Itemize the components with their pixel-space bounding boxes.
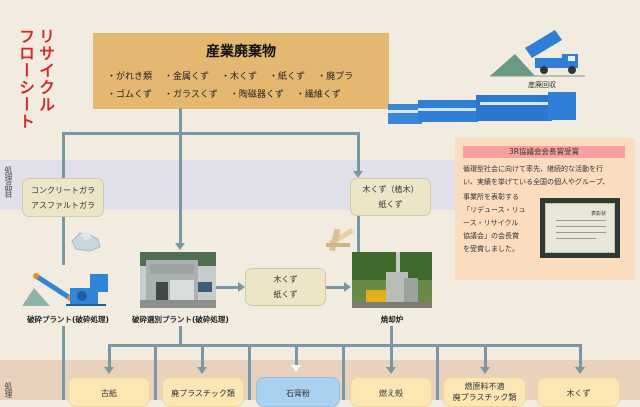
connector — [390, 344, 393, 368]
output-box-waste-plastic: 廃プラスチック類 — [162, 377, 244, 407]
crusher-plant-icon — [20, 268, 116, 308]
award-title: 3R協議会会長賞受賞 — [463, 146, 625, 158]
waste-item: ・木くず — [221, 72, 258, 82]
award-text-line: 事業所を表彰する — [463, 193, 519, 201]
arrow-down-icon — [197, 367, 207, 374]
output-box-ash: 燃え殻 — [350, 377, 432, 407]
connector — [179, 132, 182, 244]
award-text-line: を受賞しました。 — [463, 245, 519, 253]
connector — [295, 344, 298, 366]
arrow-down-icon — [575, 367, 585, 374]
arrow-right-icon — [344, 282, 351, 292]
output-box-gypsum-powder: 石膏粉 — [256, 377, 340, 407]
connector — [108, 344, 582, 347]
award-text-line: 循環型社会に向けて率先、継続的な活動を行 — [463, 165, 603, 173]
output-box-unsuitable-plastic: 燃原料不適 廃プラスチック類 — [443, 377, 526, 407]
item-label: 紙くず — [378, 200, 403, 209]
connector — [62, 326, 65, 400]
rubble-icon — [68, 229, 104, 253]
title-flowsheet: フローシート — [16, 28, 35, 130]
connector — [179, 326, 182, 346]
output-label: 燃原料不適 — [464, 382, 505, 391]
caption-crusher-plant: 破砕プラント(破砕処理) — [27, 315, 109, 324]
title-recycle: リサイクル — [36, 28, 55, 113]
waste-item: ・ゴムくず — [107, 90, 153, 100]
waste-item: ・繊維くず — [295, 90, 341, 100]
industrial-waste-box: 産業廃棄物 ・がれき類 ・金属くず ・木くず ・紙くず ・廃プラ ・ゴムくず ・ガラスくず… — [93, 33, 389, 109]
connector — [179, 108, 182, 134]
arrow-down-hollow-icon — [291, 365, 301, 372]
arrow-right-icon — [238, 282, 245, 292]
waste-item: ・紙くず — [269, 72, 306, 82]
connector — [108, 344, 111, 368]
band-label-processed-items: 処理品目 — [4, 166, 13, 198]
connector — [357, 216, 360, 252]
award-text-line: 協議会」の会長賞 — [463, 232, 519, 240]
item-box-concrete-asphalt: コンクリートガラ アスファルトガラ — [22, 178, 104, 217]
arrow-down-icon — [353, 171, 363, 178]
output-label: 廃プラスチック類 — [452, 393, 517, 402]
output-box-waste-paper: 古紙 — [68, 377, 150, 407]
incinerator-photo — [352, 252, 432, 308]
arrow-down-icon — [175, 243, 185, 250]
certificate-heading: 表彰状 — [590, 211, 606, 217]
award-text-line: ース・リサイクル — [463, 219, 519, 227]
award-panel: 3R協議会会長賞受賞 循環型社会に向けて率先、継続的な活動を行 い、実績を挙げて… — [455, 138, 635, 280]
output-label: 燃え殻 — [379, 389, 403, 398]
connector — [357, 132, 360, 172]
connector — [436, 344, 439, 400]
industrial-waste-title: 産業廃棄物 — [206, 44, 276, 60]
connector — [154, 344, 157, 400]
wood-scraps-icon — [322, 219, 358, 255]
connector — [326, 286, 346, 289]
award-text-line: い、実績を挙げている全国の個人やグループ、 — [463, 178, 610, 186]
award-text-line: 「リデュース・リュ — [463, 206, 526, 214]
item-label: 木くず — [273, 275, 298, 284]
connector — [342, 344, 345, 400]
dump-truck-icon — [490, 28, 590, 78]
output-box-wood-scraps: 木くず — [537, 377, 620, 407]
arrow-down-icon — [104, 367, 114, 374]
item-box-wood-paper: 木くず（植木） 紙くず — [350, 178, 431, 216]
item-box-wood-paper-middle: 木くず 紙くず — [245, 268, 326, 306]
arrow-down-icon — [386, 367, 396, 374]
arrow-down-icon — [480, 367, 490, 374]
output-label: 廃プラスチック類 — [171, 389, 235, 398]
truck-label: 産廃回収 — [528, 81, 556, 89]
sorting-plant-photo — [140, 252, 216, 308]
connector — [62, 217, 65, 265]
item-label: コンクリートガラ — [31, 185, 95, 195]
band-label-processing: 処理 — [4, 382, 13, 398]
connector — [62, 132, 65, 178]
waste-row-1: ・がれき類 ・金属くず ・木くず ・紙くず ・廃プラ — [107, 69, 365, 82]
waste-item: ・金属くず — [164, 72, 210, 82]
containers-icon — [388, 92, 588, 128]
waste-row-2: ・ゴムくず ・ガラスくず ・陶磁器くず ・繊維くず — [107, 87, 353, 100]
output-label: 木くず — [566, 389, 591, 398]
caption-sorting-plant: 破砕選別プラント(破砕処理) — [132, 315, 229, 324]
output-label: 古紙 — [101, 389, 117, 398]
waste-item: ・陶磁器くず — [229, 90, 284, 100]
connector — [62, 132, 360, 135]
connector — [201, 344, 204, 368]
caption-incinerator: 焼却炉 — [380, 315, 404, 324]
waste-item: ・ガラスくず — [164, 90, 218, 100]
item-label: 木くず（植木） — [362, 185, 419, 194]
waste-item: ・廃プラ — [317, 72, 354, 82]
connector — [216, 286, 240, 289]
item-label: 紙くず — [273, 290, 298, 299]
item-label: アスファルトガラ — [31, 200, 95, 210]
certificate-photo: 表彰状 — [540, 198, 620, 258]
connector — [248, 344, 251, 400]
waste-item: ・がれき類 — [107, 72, 153, 82]
connector — [390, 326, 393, 346]
output-label: 石膏粉 — [286, 389, 310, 398]
connector — [579, 344, 582, 368]
connector — [484, 344, 487, 368]
